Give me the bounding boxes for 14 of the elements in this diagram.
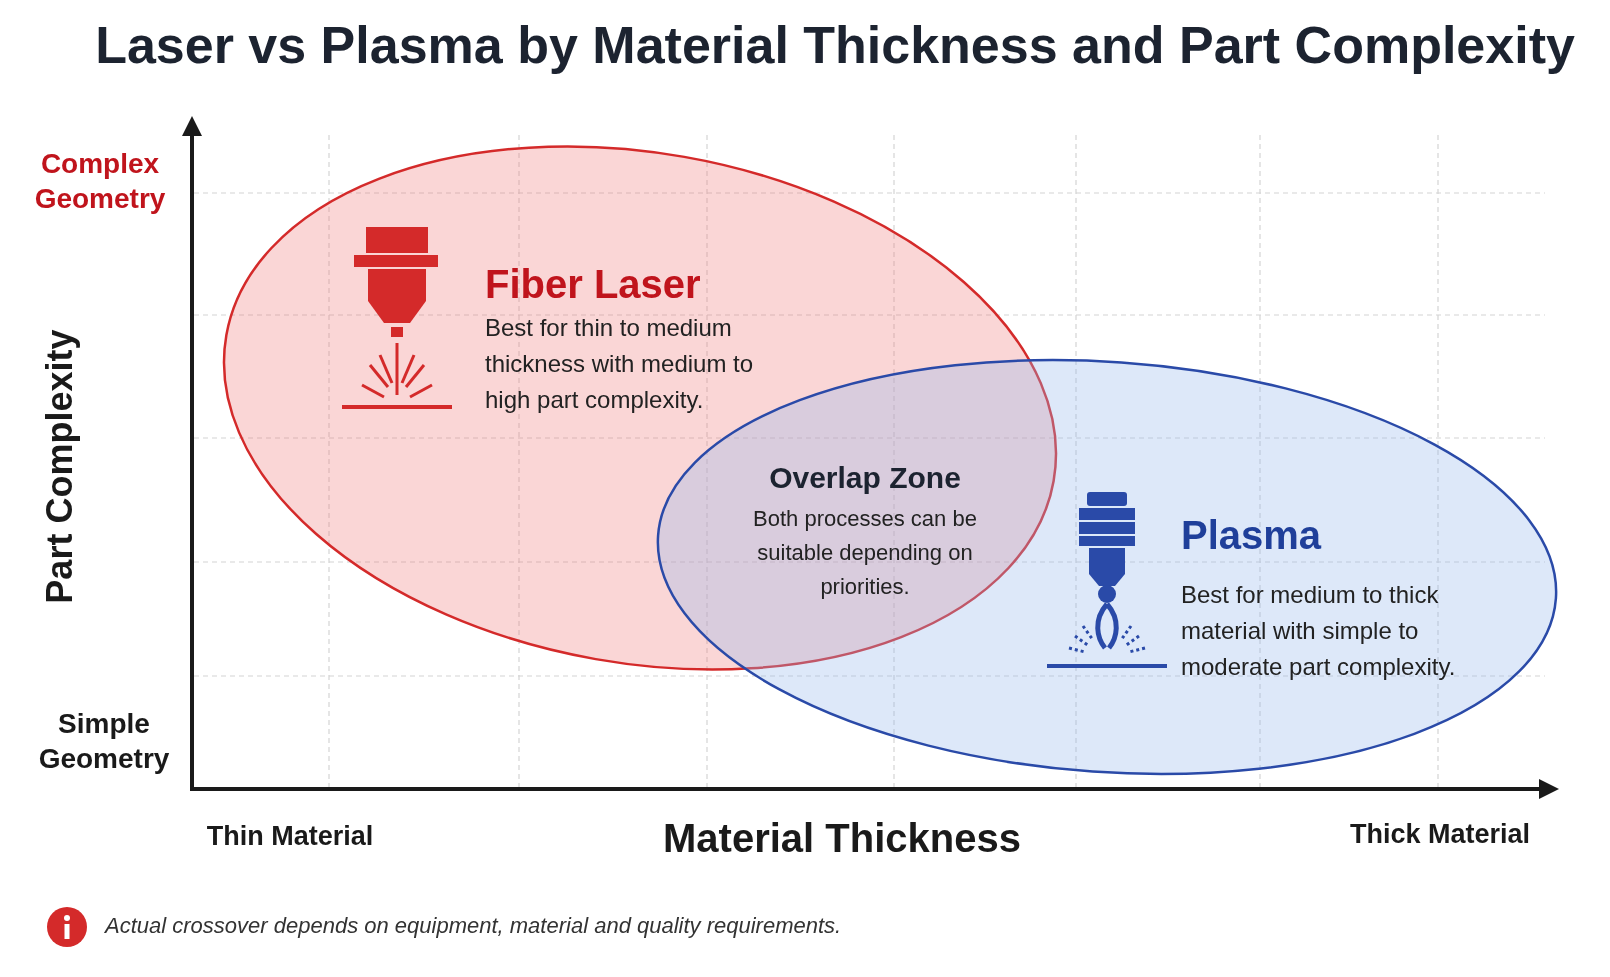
zone-description: Best for medium to thick material with simple to moderate part complexity. xyxy=(1181,580,1457,682)
zone-heading: Plasma xyxy=(1181,512,1322,559)
axis-end-label: Thick Material xyxy=(1348,818,1532,851)
axis-end-label: Thin Material xyxy=(205,820,375,853)
axis-end-label: Simple Geometry xyxy=(37,707,171,776)
axis-title: Material Thickness xyxy=(662,815,1022,862)
chart-title: Laser vs Plasma by Material Thickness and Part Complexity xyxy=(94,15,1576,76)
zone-description: Best for thin to medium thickness with medium to high part complexity. xyxy=(485,313,755,415)
zone-heading: Fiber Laser xyxy=(485,261,701,308)
zone-description: Both processes can be suitable depending on priorities. xyxy=(752,505,978,601)
footnote: Actual crossover depends on equipment, material and quality requirements. xyxy=(105,913,842,940)
axis-end-label: Complex Geometry xyxy=(33,147,167,216)
zone-heading: Overlap Zone xyxy=(768,460,962,496)
axis-title: Part Complexity xyxy=(38,328,82,606)
